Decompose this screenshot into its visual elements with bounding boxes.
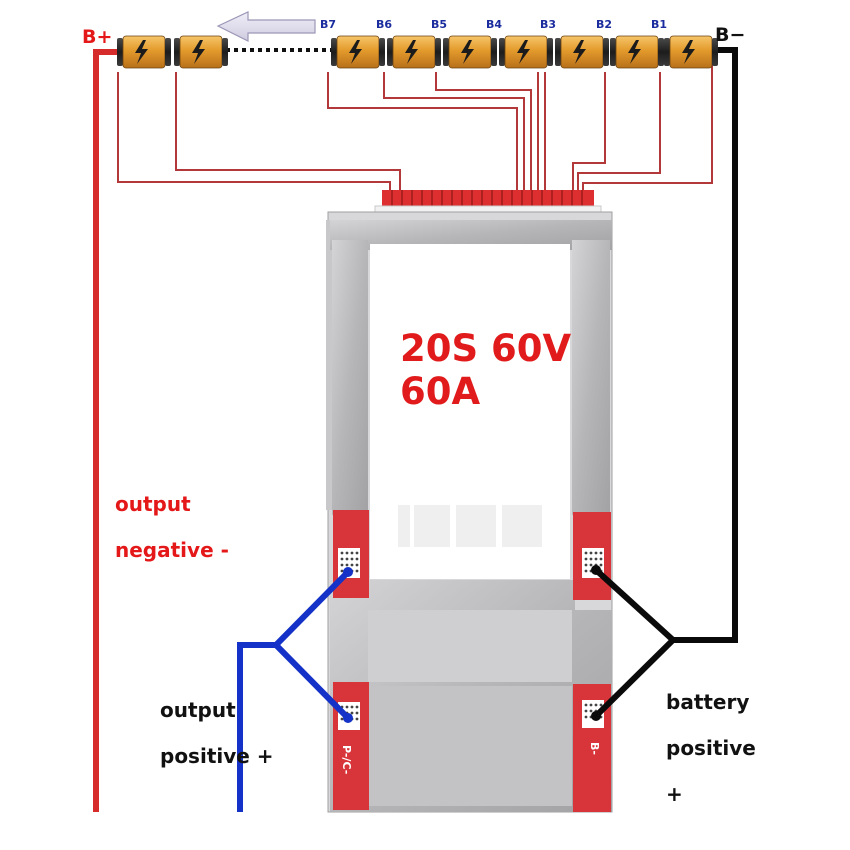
connection-points [343, 565, 601, 723]
b-minus-label: B− [715, 24, 746, 46]
battery-cell-icon [331, 35, 385, 69]
pcb-pad-p-minus: P-/C- [333, 682, 369, 810]
battery-string [117, 35, 718, 69]
battery-cell-icon [174, 35, 228, 69]
battery-cell-icon [555, 35, 609, 69]
balance-wire-b20 [117, 72, 391, 195]
balance-wires [117, 50, 713, 195]
b-plus-wire [93, 49, 118, 812]
battery-positive-label-line2: positive [666, 736, 756, 760]
board-rating-line1: 20S 60V [400, 327, 572, 370]
balance-wire-b1 [577, 72, 661, 195]
tap-label-b6: B6 [376, 18, 393, 31]
tap-label-b1: B1 [651, 18, 668, 31]
pad-b-label: B- [588, 742, 601, 755]
battery-cell-icon [443, 35, 497, 69]
b-plus-label: B+ [82, 26, 113, 48]
pad-p-label: P-/C- [340, 745, 353, 774]
output-positive-label-line2: positive + [160, 744, 274, 768]
battery-positive-label-line3: + [666, 782, 683, 806]
direction-arrow-icon [216, 11, 316, 42]
bms-board: P-/C- B- [326, 211, 613, 813]
battery-cell-icon [387, 35, 441, 69]
battery-cell-icon [499, 35, 553, 69]
output-negative-label-line1: output [115, 492, 191, 516]
pcb-pad-b-minus-upper [573, 512, 611, 600]
battery-cell-icon [117, 35, 171, 69]
board-rating-line2: 60A [400, 370, 481, 413]
balance-wire-b-minus-tap [582, 50, 713, 195]
tap-label-b3: B3 [540, 18, 557, 31]
tap-label-b2: B2 [596, 18, 613, 31]
b-minus-wire [593, 47, 738, 719]
tap-label-b5: B5 [431, 18, 448, 31]
balance-wire-b19 [175, 72, 401, 195]
output-negative-label-line2: negative - [115, 538, 229, 562]
battery-positive-label-line1: battery [666, 690, 750, 714]
output-positive-wire [237, 569, 351, 812]
tap-label-b4: B4 [486, 18, 503, 31]
balance-wire-b5 [435, 72, 532, 195]
balance-wire-b7 [327, 72, 518, 195]
battery-cell-icon [664, 35, 718, 69]
balance-wire-b6 [383, 72, 525, 195]
balance-wire-b2 [572, 72, 606, 195]
tap-label-b7: B7 [320, 18, 337, 31]
battery-cell-icon [610, 35, 664, 69]
output-positive-label-line1: output [160, 698, 236, 722]
